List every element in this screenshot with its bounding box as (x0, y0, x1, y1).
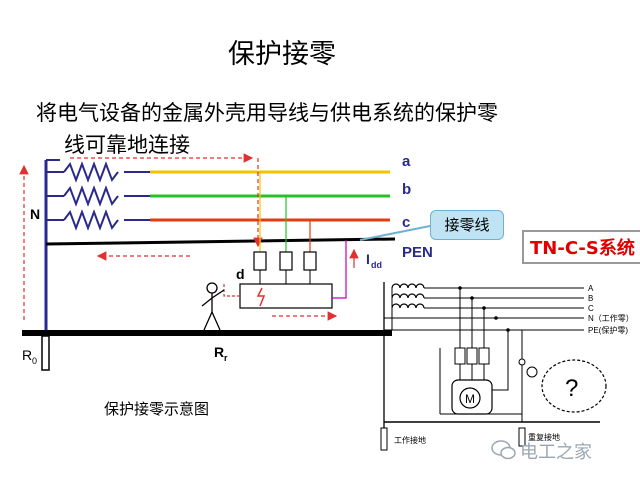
ground-bar (22, 330, 392, 336)
svg-text:0: 0 (32, 356, 37, 366)
motor-label: M (465, 392, 475, 406)
svg-text:r: r (224, 353, 228, 363)
pen-line (45, 237, 396, 246)
watermark: 电工之家 (520, 442, 592, 463)
r0-electrode (41, 335, 50, 371)
label-repeat-ground: 重复接地 (528, 432, 560, 442)
label-r0: R 0 (22, 347, 37, 366)
equipment-enclosure (239, 283, 333, 309)
fuse-b (279, 251, 293, 271)
callout-pointer (359, 225, 431, 241)
definition-line-1: 将电气设备的金属外壳用导线与供电系统的保护零 (36, 101, 498, 125)
inset-label-a: A (588, 284, 594, 293)
fuse-a (253, 251, 267, 271)
label-d: d (236, 266, 245, 282)
inset-label-pe: PE(保护零) (588, 325, 628, 335)
label-n: N (30, 206, 40, 222)
label-c: c (402, 214, 410, 231)
tncs-inset-diagram: M A B C N（工作零） PE(保护零) 工作接地 重复接地 (380, 282, 634, 451)
thought-cloud: ? (518, 358, 607, 413)
enclosure-pen-connection (332, 240, 347, 299)
question-mark: ? (565, 375, 578, 402)
inset-label-c: C (588, 304, 594, 313)
transformer-winding-b (46, 185, 150, 207)
inset-label-b: B (588, 294, 593, 303)
label-a: a (402, 153, 411, 170)
transformer-winding-a (46, 161, 150, 183)
person-figure (201, 282, 225, 331)
neutral-callout: 接零线 (430, 210, 504, 240)
definition-line-2: 线可靠地连接 (64, 133, 190, 157)
label-pen: PEN (402, 244, 433, 261)
inset-label-n: N（工作零） (588, 313, 634, 323)
label-b: b (402, 181, 411, 198)
fault-path (223, 284, 240, 297)
slide-title: 保护接零 (228, 39, 336, 70)
system-label: TN-C-S系统 (522, 230, 640, 264)
svg-text:R: R (214, 344, 224, 360)
fault-spark-icon (256, 287, 266, 307)
label-work-ground: 工作接地 (394, 435, 426, 445)
label-idd: I dd (366, 251, 382, 270)
transformer-winding-c (46, 209, 150, 231)
label-rr: R r (214, 344, 228, 363)
wechat-icon (491, 440, 516, 460)
svg-text:dd: dd (371, 260, 382, 270)
svg-text:R: R (22, 347, 32, 363)
fuse-c (303, 251, 317, 271)
diagram-caption: 保护接零示意图 (104, 400, 210, 418)
svg-text:I: I (366, 251, 370, 267)
motor-icon (459, 387, 481, 409)
